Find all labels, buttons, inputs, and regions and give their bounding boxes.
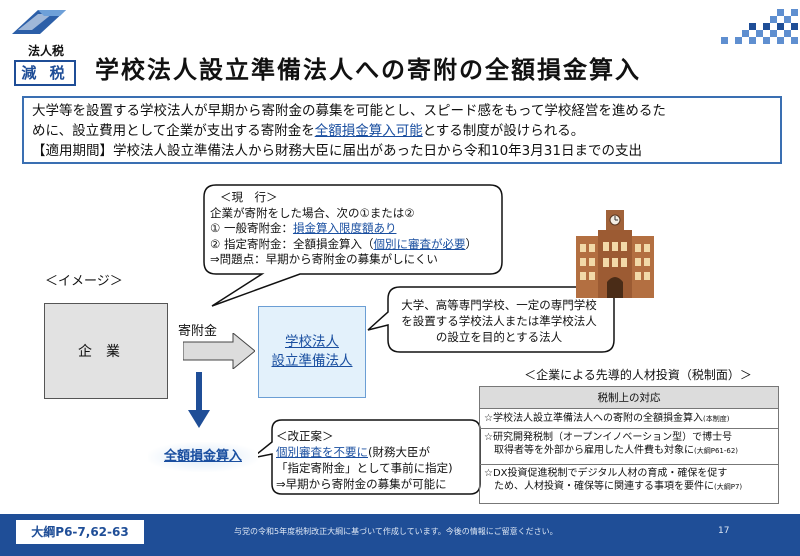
donation-label: 寄附金 <box>178 324 218 339</box>
page-number: 17 <box>718 526 730 536</box>
summary-box: 大学等を設置する学校法人が早期から寄附金の募集を可能とし、スピード感をもって学校… <box>22 96 782 164</box>
reform-line-2: 「指定寄附金」として事前に指定) <box>276 461 453 475</box>
investment-table: 税制上の対応 ☆学校法人設立準備法人への寄附の全額損金算入(本制度) ☆研究開発… <box>479 386 779 504</box>
school-line-2: 設立準備法人 <box>271 353 353 369</box>
current-line-3: ② 指定寄附金：全額損金算入（個別に審査が必要） <box>210 237 490 253</box>
current-text: ① 一般寄附金： <box>210 221 293 235</box>
checker-square <box>756 30 763 37</box>
explain-line-2: を設置する学校法人または準学校法人 <box>401 314 597 328</box>
checker-square <box>791 9 798 16</box>
checker-square <box>777 9 784 16</box>
summary-text: とする制度が設けられる。 <box>422 123 585 139</box>
summary-text: めに、設立費用として企業が支出する寄附金を <box>32 123 315 139</box>
arrow-down-icon <box>188 372 210 428</box>
reform-bubble: ＜改正案＞ 個別審査を不要に(財務大臣が 「指定寄附金」として事前に指定) ⇒早… <box>276 428 476 492</box>
table-row: ☆研究開発税制（オープンイノベーション型）で博士号 取得者等を外部から雇用した人… <box>480 429 778 465</box>
current-line-4: ⇒問題点：早期から寄附金の募集がしにくい <box>210 252 438 266</box>
table-cell-text: ため、人材投資・確保等に関連する事項を要件に(大綱P7) <box>484 480 774 494</box>
checker-square <box>777 23 784 30</box>
reform-line-1: 個別審査を不要に(財務大臣が <box>276 444 476 460</box>
checker-square <box>770 30 777 37</box>
tax-category-label: 法人税 <box>27 44 64 58</box>
school-line-1: 学校法人 <box>285 334 339 350</box>
company-box: 企業 <box>44 303 168 399</box>
explain-line-3: の設立を目的とする法人 <box>435 330 563 344</box>
school-prep-box: 学校法人 設立準備法人 <box>258 306 366 398</box>
checker-square <box>770 16 777 23</box>
summary-line-2: めに、設立費用として企業が支出する寄附金を全額損金算入可能とする制度が設けられる… <box>32 121 772 141</box>
table-cell-note: (本制度) <box>702 415 730 423</box>
summary-period: 【適用期間】学校法人設立準備法人から財務大臣に届出があった日から令和10年3月3… <box>32 143 642 159</box>
table-row: ☆学校法人設立準備法人への寄附の全額損金算入(本制度) <box>480 409 778 429</box>
checker-square <box>791 37 798 44</box>
checker-square <box>763 37 770 44</box>
table-header: 税制上の対応 <box>480 387 778 409</box>
current-text: ② 指定寄附金：全額損金算入（ <box>210 236 374 251</box>
table-cell-text: ☆DX投資促進税制でデジタル人材の育成・確保を促す <box>484 468 728 479</box>
table-cell-text: 取得者等を外部から雇用した人件費も対象に(大綱P61-62) <box>484 444 774 458</box>
university-building-icon <box>576 210 654 298</box>
reform-text: (財務大臣が <box>368 445 430 459</box>
current-text: ） <box>465 236 477 251</box>
full-deduction-label: 全額損金算入 <box>148 442 258 472</box>
checker-pattern <box>721 9 798 44</box>
table-cell-text: ため、人材投資・確保等に関連する事項を要件に <box>484 481 714 492</box>
current-line-2: ① 一般寄附金：損金算入限度額あり <box>210 221 490 237</box>
explain-line-1: 大学、高等専門学校、一定の専門学校 <box>401 298 597 312</box>
checker-square <box>784 16 791 23</box>
current-system-bubble: ＜現 行＞ 企業が寄附をした場合、次の①または② ① 一般寄附金：損金算入限度額… <box>210 190 490 268</box>
checker-square <box>749 23 756 30</box>
table-cell-text: ☆研究開発税制（オープンイノベーション型）で博士号 <box>484 432 733 443</box>
reform-line-3: ⇒早期から寄附金の募集が可能に <box>276 477 447 491</box>
table-row: ☆DX投資促進税制でデジタル人材の育成・確保を促す ため、人材投資・確保等に関連… <box>480 465 778 503</box>
table-cell-text: ☆学校法人設立準備法人への寄附の全額損金算入 <box>484 413 703 424</box>
footer-note: 与党の令和5年度税制改正大綱に基づいて作成しています。今後の情報にご留意ください… <box>234 527 558 536</box>
current-highlight: 個別に審査が必要 <box>373 236 466 251</box>
checker-square <box>721 37 728 44</box>
checker-square <box>763 23 770 30</box>
summary-line-1: 大学等を設置する学校法人が早期から寄附金の募集を可能とし、スピード感をもって学校… <box>32 103 666 119</box>
checker-square <box>735 37 742 44</box>
tax-type-badge: 減 税 <box>14 60 76 86</box>
image-label: ＜イメージ＞ <box>45 274 123 289</box>
reform-highlight: 個別審査を不要に <box>276 445 368 459</box>
table-cell-text: 取得者等を外部から雇用した人件費も対象に <box>484 445 694 456</box>
checker-square <box>749 37 756 44</box>
table-cell-note: (大綱P7) <box>714 483 743 491</box>
investment-heading: ＜企業による先導的人材投資（税制面）＞ <box>524 368 752 382</box>
footer-reference: 大綱P6-7,62-63 <box>16 520 144 544</box>
checker-square <box>791 23 798 30</box>
reform-head: ＜改正案＞ <box>276 429 334 443</box>
summary-highlight: 全額損金算入可能 <box>314 123 423 139</box>
checker-square <box>784 30 791 37</box>
checker-square <box>777 37 784 44</box>
current-line-1: 企業が寄附をした場合、次の①または② <box>210 205 415 220</box>
current-head: ＜現 行＞ <box>220 190 278 204</box>
logo-icon <box>12 10 66 34</box>
current-highlight: 損金算入限度額あり <box>292 221 397 235</box>
arrow-right-icon <box>183 333 255 369</box>
explain-bubble: 大学、高等専門学校、一定の専門学校 を設置する学校法人または準学校法人 の設立を… <box>396 297 602 345</box>
page-title: 学校法人設立準備法人への寄附の全額損金算入 <box>95 56 641 84</box>
table-cell-note: (大綱P61-62) <box>694 447 739 455</box>
checker-square <box>742 30 749 37</box>
